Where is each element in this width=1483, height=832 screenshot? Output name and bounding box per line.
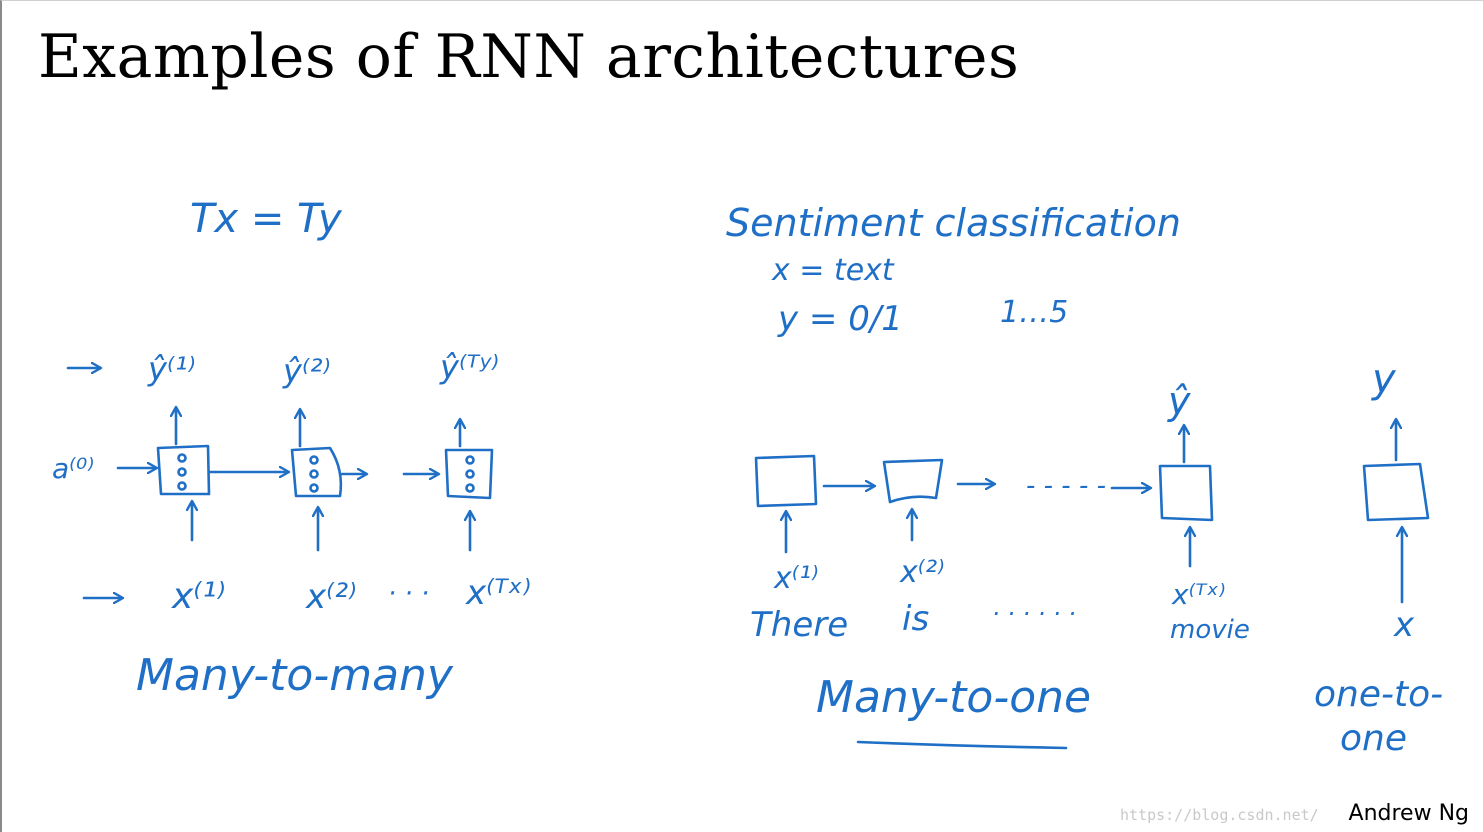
word-movie: movie [1170,615,1250,645]
caption-many-to-many: Many-to-many [136,650,454,701]
caption-one-to-one-line1: one-to- [1314,674,1443,715]
caption-many-to-one: Many-to-one [816,672,1091,723]
one-to-one-input-x: x [1393,605,1415,645]
sentiment-input-x-1: x⁽¹⁾ [773,561,819,596]
tx-equals-ty: Tx = Ty [190,196,343,242]
word-there: There [750,605,848,645]
initial-activation-a0: a⁽⁰⁾ [52,452,94,485]
one-to-one-cell [1362,462,1430,522]
sentiment-input-x-2: x⁽²⁾ [899,555,945,590]
sentiment-output-y-hat: ŷ [1167,379,1191,423]
caption-underline [856,740,1068,750]
rnn-cell-1 [156,444,211,496]
sentiment-input-x-tx: x⁽ᵀˣ⁾ [1171,578,1226,611]
word-dots: · · · · · · [992,600,1076,628]
output-y-hat-2: ŷ⁽²⁾ [282,352,330,390]
y-definition: y = 0/1 [777,299,903,339]
input-x-2: x⁽²⁾ [305,577,356,617]
watermark: https://blog.csdn.net/ [1120,806,1319,824]
sentiment-cell-1 [754,454,818,508]
input-x-tx: x⁽ᵀˣ⁾ [465,573,531,613]
word-is: is [902,599,929,639]
sentiment-cell-2 [882,458,944,504]
input-x-1: x⁽¹⁾ [171,576,225,617]
slide-title: Examples of RNN architectures [38,22,1020,92]
task-sentiment-classification: Sentiment classification [726,201,1181,245]
rnn-cell-3 [444,448,494,500]
y-range: 1…5 [1000,295,1068,330]
author-credit: Andrew Ng [1348,801,1469,826]
one-to-one-output-y: y [1371,356,1397,402]
output-y-hat-1: ŷ⁽¹⁾ [147,350,195,388]
x-definition: x = text [771,253,895,288]
sentiment-cell-last [1158,464,1214,522]
caption-one-to-one-line2: one [1340,718,1407,759]
input-ellipsis: · · · [388,579,429,609]
output-y-hat-ty: ŷ⁽ᵀʸ⁾ [439,348,499,386]
chain-dots: - - - - - [1026,471,1106,501]
rnn-cell-2 [290,446,343,498]
